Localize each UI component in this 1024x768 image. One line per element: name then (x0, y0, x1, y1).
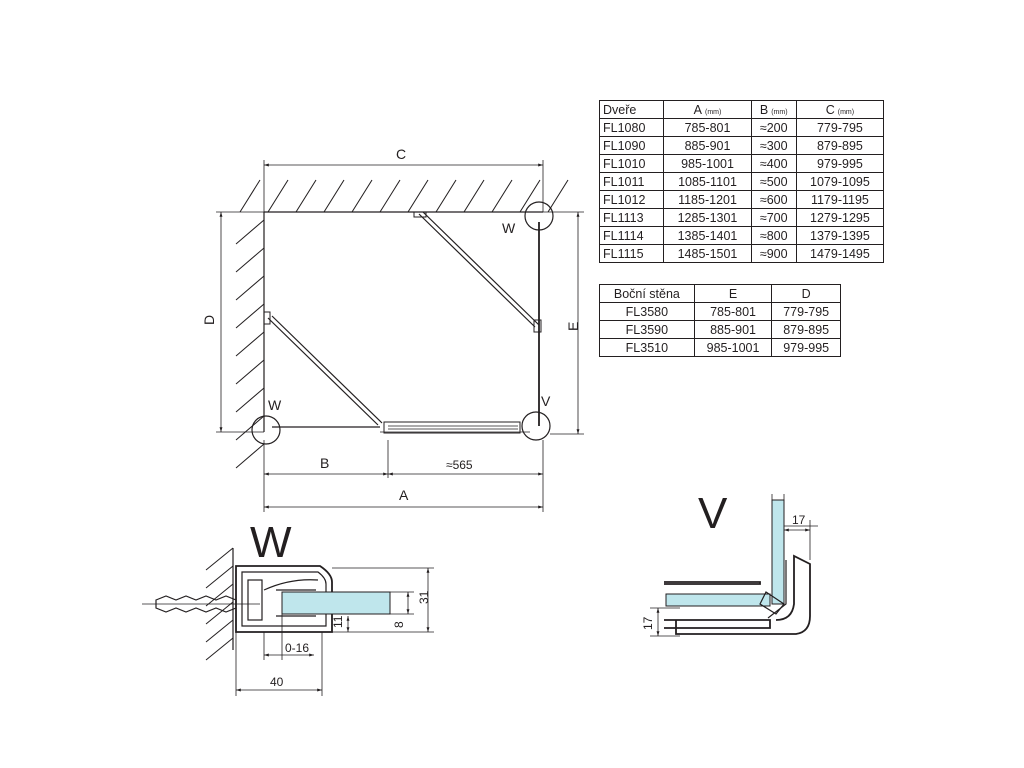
dim-8: 8 (392, 621, 406, 628)
dim-c: C (396, 146, 406, 162)
cell-a: 1185-1201 (663, 190, 752, 209)
header-d: D (771, 284, 841, 303)
cell-b: ≈500 (750, 172, 797, 191)
cell-e: 785-801 (693, 302, 773, 321)
header-c: C(mm) (795, 100, 885, 119)
header-bocni-stena: Boční stěna (599, 284, 695, 303)
cell-b: ≈600 (750, 190, 797, 209)
detail-w-title: W (250, 518, 292, 567)
cell-c: 1379-1395 (795, 226, 885, 245)
detail-circle-v (521, 411, 551, 441)
dim-31: 31 (417, 590, 431, 604)
doors-table-header: Dveře A(mm) B(mm) C(mm) (598, 100, 885, 119)
dim-11: 11 (331, 615, 345, 628)
cell-a: 985-1001 (663, 154, 752, 173)
detail-circle-w-top (524, 201, 554, 231)
cell-model: FL1080 (598, 118, 665, 137)
cell-model: FL1114 (598, 226, 665, 245)
cell-model: FL1012 (598, 190, 665, 209)
plan-view: W W V C D E B ≈565 A (201, 146, 584, 512)
glass-pane-w (281, 591, 391, 615)
cell-c: 879-895 (795, 136, 885, 155)
label-w-bottom: W (268, 397, 282, 413)
dim-17-top: 17 (792, 513, 806, 527)
glass-pane-door (665, 593, 771, 607)
cell-model: FL3580 (599, 302, 695, 321)
top-wall-hatching (239, 179, 569, 213)
sliding-door (383, 421, 521, 434)
label-w-top: W (502, 220, 516, 236)
cell-b: ≈200 (750, 118, 797, 137)
header-b: B(mm) (750, 100, 797, 119)
detail-circle-w-bottom (251, 415, 281, 445)
detail-v: V 17 17 (641, 489, 818, 637)
cell-c: 779-795 (795, 118, 885, 137)
cell-model: FL3590 (599, 320, 695, 339)
corner-profile (675, 554, 811, 635)
cell-model: FL1115 (598, 244, 665, 263)
cell-b: ≈900 (750, 244, 797, 263)
stabilizer-bar-right (418, 213, 536, 328)
dim-e: E (565, 322, 581, 331)
cell-a: 1285-1301 (663, 208, 752, 227)
wall-profile (235, 565, 333, 633)
cell-b: ≈400 (750, 154, 797, 173)
detail-v-title: V (698, 489, 728, 538)
cell-b: ≈300 (750, 136, 797, 155)
cell-a: 785-801 (663, 118, 752, 137)
dim-b: B (320, 455, 329, 471)
cell-c: 979-995 (795, 154, 885, 173)
header-dvere: Dveře (598, 100, 665, 119)
cell-model: FL1090 (598, 136, 665, 155)
cell-c: 1279-1295 (795, 208, 885, 227)
dim-17-left: 17 (641, 616, 655, 630)
label-v: V (541, 393, 551, 409)
cell-model: FL3510 (599, 338, 695, 357)
dim-40: 40 (270, 675, 284, 689)
detail-w: W 31 8 11 0-16 (142, 518, 434, 696)
cell-model: FL1113 (598, 208, 665, 227)
cell-b: ≈800 (750, 226, 797, 245)
header-e: E (693, 284, 773, 303)
cell-a: 1085-1101 (663, 172, 752, 191)
cell-c: 1479-1495 (795, 244, 885, 263)
glass-pane-side (771, 499, 785, 605)
cell-e: 885-901 (693, 320, 773, 339)
dim-d: D (201, 315, 217, 325)
cell-c: 1179-1195 (795, 190, 885, 209)
cell-a: 885-901 (663, 136, 752, 155)
side-table-header: Boční stěna E D (599, 284, 841, 303)
cell-d: 779-795 (771, 302, 841, 321)
dim-0-16: 0-16 (285, 641, 309, 655)
left-wall-hatching (235, 212, 265, 469)
cell-b: ≈700 (750, 208, 797, 227)
dim-a: A (399, 487, 409, 503)
cell-e: 985-1001 (693, 338, 773, 357)
cell-d: 879-895 (771, 320, 841, 339)
cell-model: FL1010 (598, 154, 665, 173)
header-a: A(mm) (663, 100, 752, 119)
stabilizer-bar-left (267, 317, 379, 426)
cell-a: 1385-1401 (663, 226, 752, 245)
cell-model: FL1011 (598, 172, 665, 191)
cell-c: 1079-1095 (795, 172, 885, 191)
dim-gap-565: ≈565 (446, 458, 473, 472)
cell-d: 979-995 (771, 338, 841, 357)
cell-a: 1485-1501 (663, 244, 752, 263)
